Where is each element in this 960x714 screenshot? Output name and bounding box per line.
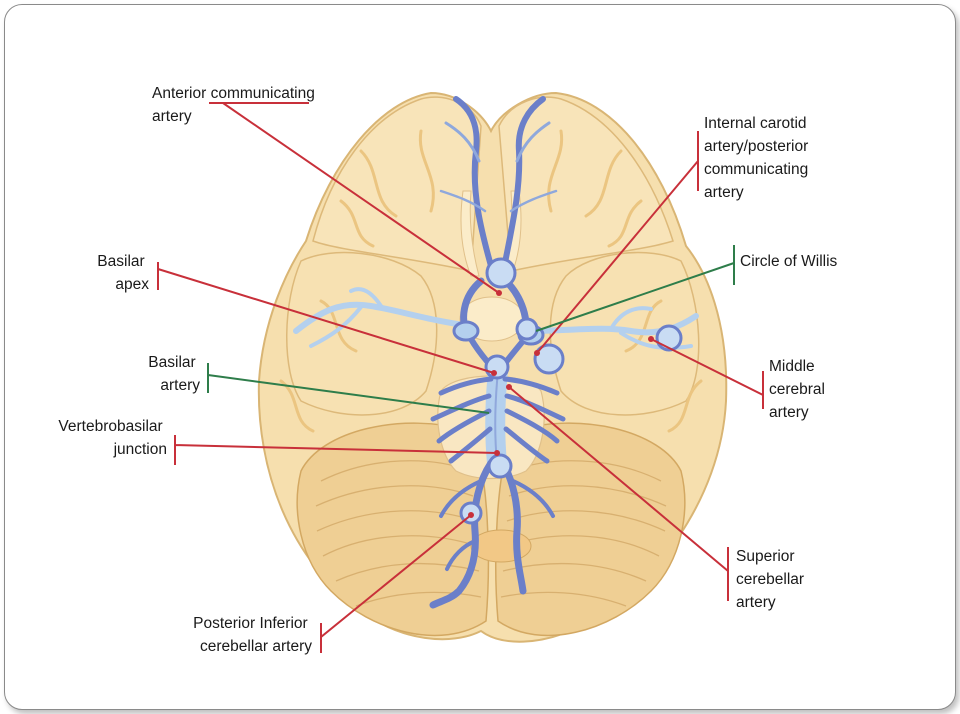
label-basilar-apex: Basilar apex (97, 253, 149, 293)
vertebral-artery-left (429, 459, 495, 609)
cerebellum-left (296, 422, 490, 637)
label-internal-carotid: Internal carotid artery/posterior commun… (704, 115, 813, 201)
medulla (470, 529, 532, 563)
aneurysm-middle-cerebral (655, 324, 683, 352)
aneurysm-anterior-communicating (485, 257, 517, 289)
temporal-lobe-left (286, 251, 438, 416)
arteries (293, 96, 699, 609)
anterior-cerebral-artery-right (500, 96, 546, 276)
olfactory-tract-left (460, 190, 480, 277)
pointer-circle-of-willis (535, 245, 735, 332)
pointer-middle-cerebral (650, 338, 764, 409)
pointer-superior-cerebellar (508, 386, 729, 601)
middle-cerebral-artery-left (293, 301, 474, 334)
slide-frame: Anterior communicating artery Internal c… (4, 4, 956, 710)
pointer-vertebrobasilar (174, 435, 498, 465)
pointer-anterior-communicating (209, 102, 500, 294)
pointer-basilar-apex (157, 262, 495, 374)
vertebral-artery-right (499, 459, 527, 595)
middle-cerebral-artery-right (523, 313, 699, 336)
cerebellum-right (495, 422, 686, 637)
label-circle-of-willis: Circle of Willis (740, 253, 838, 270)
label-posterior-inferior: Posterior Inferior cerebellar artery (193, 615, 312, 655)
label-anterior-communicating: Anterior communicating artery (152, 85, 319, 125)
label-basilar-artery: Basilar artery (148, 354, 200, 394)
brain-arteries-diagram: Anterior communicating artery Internal c… (58, 85, 837, 655)
aneurysm-internal-carotid (533, 343, 565, 375)
labels: Anterior communicating artery Internal c… (58, 85, 837, 655)
gyri-texture (279, 129, 703, 433)
aneurysm-basilar-apex (484, 354, 510, 380)
anterior-cerebral-artery-left (453, 96, 496, 276)
label-middle-cerebral: Middle cerebral artery (769, 358, 829, 421)
pointer-posterior-inferior (320, 514, 472, 653)
frontal-lobe-left (312, 96, 482, 272)
pointers (157, 102, 764, 653)
label-superior-cerebellar: Superior cerebellar artery (736, 548, 808, 611)
pointer-basilar-artery (207, 363, 490, 414)
label-vertebrobasilar: Vertebrobasilar junction (58, 418, 167, 458)
aneurysm-vertebrobasilar (487, 453, 513, 479)
